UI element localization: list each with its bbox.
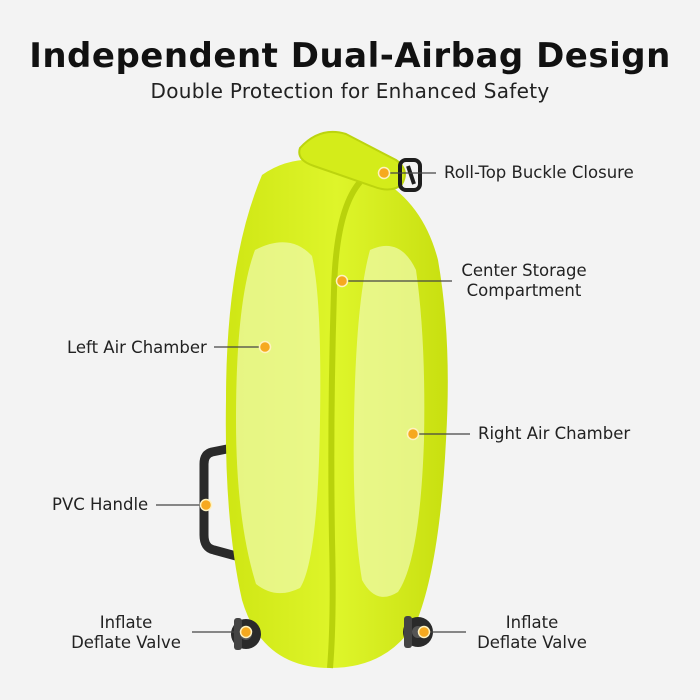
center-storage-label-line1: Center Storage bbox=[461, 261, 587, 280]
left-valve-marker bbox=[239, 625, 253, 639]
right-valve-label-line2: Deflate Valve bbox=[477, 633, 587, 652]
right-chamber-label: Right Air Chamber bbox=[478, 424, 631, 443]
handle-marker bbox=[199, 498, 213, 512]
right-valve-label-line1: Inflate bbox=[505, 613, 559, 632]
center-storage-label: Center Storage Compartment bbox=[454, 261, 594, 301]
left-valve-label-line2: Deflate Valve bbox=[71, 633, 181, 652]
left-chamber-highlight bbox=[236, 242, 321, 594]
center-storage-marker bbox=[335, 274, 349, 288]
right-chamber-marker bbox=[406, 427, 420, 441]
left-chamber-marker bbox=[258, 340, 272, 354]
center-compartment-seam bbox=[327, 180, 363, 669]
right-valve-marker bbox=[417, 625, 431, 639]
buckle bbox=[398, 158, 422, 192]
callout-lines bbox=[156, 172, 470, 633]
callout-markers bbox=[199, 166, 431, 639]
handle-label: PVC Handle bbox=[52, 495, 149, 514]
center-storage-label-line2: Compartment bbox=[466, 281, 582, 300]
left-chamber-label: Left Air Chamber bbox=[67, 338, 207, 357]
right-chamber-highlight bbox=[353, 245, 425, 597]
page-subtitle: Double Protection for Enhanced Safety bbox=[150, 79, 550, 103]
page-title: Independent Dual-Airbag Design bbox=[29, 36, 671, 76]
roll-top-marker bbox=[377, 166, 391, 180]
left-valve-label-line1: Inflate bbox=[99, 613, 153, 632]
left-valve-label: Inflate Deflate Valve bbox=[64, 613, 188, 653]
roll-top-label: Roll-Top Buckle Closure bbox=[444, 163, 634, 182]
right-valve-label: Inflate Deflate Valve bbox=[470, 613, 594, 653]
